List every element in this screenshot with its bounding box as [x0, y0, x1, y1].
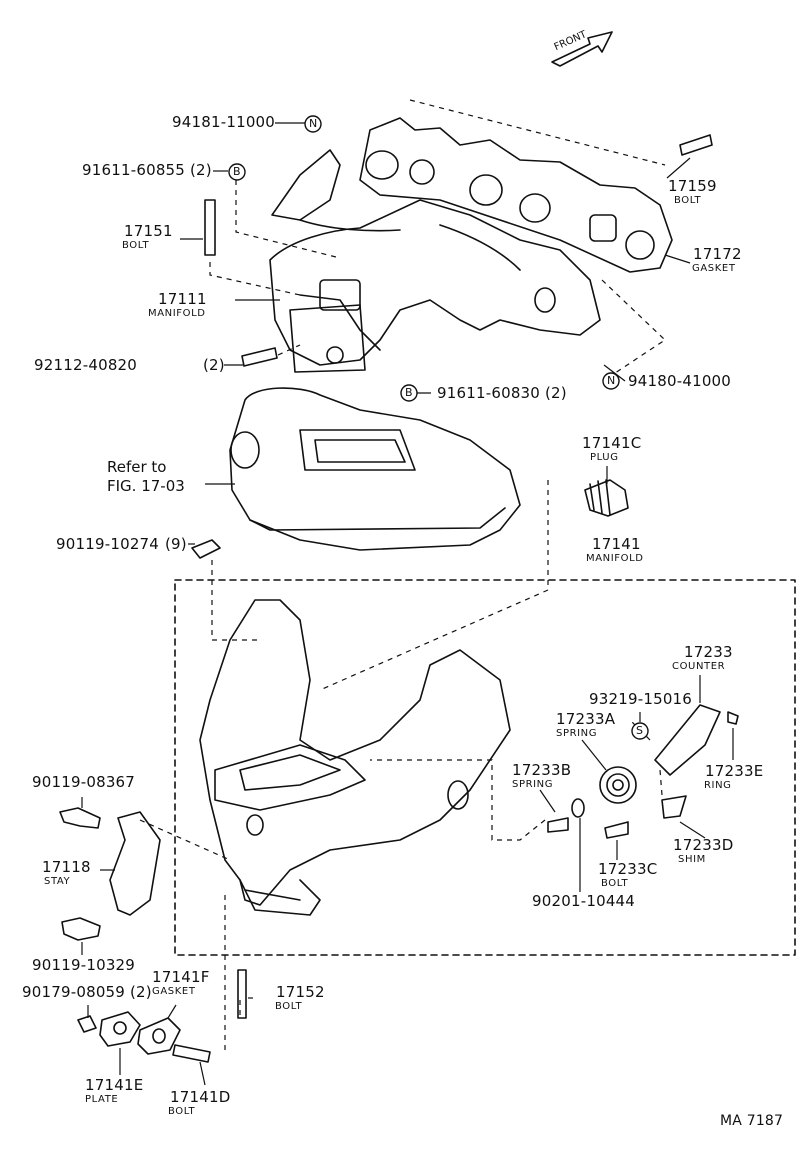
symbol-s-letter: S [636, 724, 643, 737]
heat-insulator-drawing [229, 387, 521, 551]
part-number-17111: 17111 [158, 290, 207, 308]
symbol-b-letter: B [233, 165, 241, 178]
counter-assembly-drawing [547, 704, 739, 839]
symbol-n-letter: N [607, 374, 616, 387]
part-number-17118: 17118 [42, 858, 91, 876]
stay-drawing [59, 807, 161, 941]
part-name-17141E: PLATE [85, 1094, 119, 1105]
small-parts-drawing [77, 134, 713, 1063]
part-number-90119-08367: 90119-08367 [32, 773, 136, 791]
part-name-17233: COUNTER [672, 661, 726, 672]
part-name-17233A: SPRING [556, 728, 598, 739]
n-symbol-icon [602, 372, 620, 390]
n-symbol-icon [304, 115, 322, 133]
part-name-17141: MANIFOLD [586, 553, 644, 564]
part-number-17233: 17233 [684, 643, 733, 661]
part-number-17141: 17141 [592, 535, 641, 553]
figure-code: MA 7187 [720, 1113, 784, 1129]
part-number-90201: 90201-10444 [532, 892, 636, 910]
part-name-17233C: BOLT [601, 878, 629, 889]
part-name-17141F: GASKET [152, 986, 196, 997]
part-number-17233D: 17233D [673, 836, 734, 854]
symbol-b-letter: B [405, 386, 413, 399]
intake-manifold-drawing [199, 599, 511, 916]
part-name-17159: BOLT [674, 195, 702, 206]
part-name-17233B: SPRING [512, 779, 554, 790]
part-number-17233A: 17233A [556, 710, 616, 728]
part-number-17233B: 17233B [512, 761, 572, 779]
part-name-17141C: PLUG [590, 452, 619, 463]
part-qty-91611-60855: (2) [190, 161, 212, 179]
front-arrow-icon [551, 31, 613, 67]
b-symbol-icon [400, 384, 418, 402]
part-number-91611-60830: 91611-60830 [437, 384, 541, 402]
part-name-17233E: RING [704, 780, 732, 791]
part-number-90179: 90179-08059 [22, 983, 126, 1001]
part-name-17233D: SHIM [678, 854, 706, 865]
reference-line-1: Refer to [107, 458, 167, 476]
part-number-17233E: 17233E [705, 762, 764, 780]
plug-drawing [584, 479, 629, 517]
part-qty-91611-60830: (2) [545, 384, 567, 402]
part-number-91611-60855: 91611-60855 [82, 161, 186, 179]
reference-line-2: FIG. 17-03 [107, 477, 185, 495]
s-symbol-icon [631, 722, 649, 740]
part-number-94181: 94181-11000 [172, 113, 276, 131]
part-name-17172: GASKET [692, 263, 736, 274]
part-name-17111: MANIFOLD [148, 308, 206, 319]
part-number-93219: 93219-15016 [589, 690, 693, 708]
part-number-17151: 17151 [124, 222, 173, 240]
part-number-90119-10274: 90119-10274 [56, 535, 160, 553]
b-symbol-icon [228, 163, 246, 181]
part-number-17159: 17159 [668, 177, 717, 195]
part-number-17152: 17152 [276, 983, 325, 1001]
part-number-17141C: 17141C [582, 434, 642, 452]
symbol-n-letter: N [309, 117, 318, 130]
part-qty-90179: (2) [130, 983, 152, 1001]
exhaust-gasket-drawing [359, 117, 673, 273]
part-number-17141E: 17141E [85, 1076, 144, 1094]
part-name-17151: BOLT [122, 240, 150, 251]
part-number-94180: 94180-41000 [628, 372, 732, 390]
part-number-17233C: 17233C [598, 860, 658, 878]
part-qty-92112: (2) [203, 356, 225, 374]
part-number-90119-10329: 90119-10329 [32, 956, 136, 974]
part-name-17152: BOLT [275, 1001, 303, 1012]
part-number-17141F: 17141F [152, 968, 210, 986]
part-name-17141D: BOLT [168, 1106, 196, 1117]
part-number-92112: 92112-40820 [34, 356, 138, 374]
part-qty-90119-10274: (9) [165, 535, 187, 553]
part-number-17141D: 17141D [170, 1088, 231, 1106]
part-number-17172: 17172 [693, 245, 742, 263]
part-name-17118: STAY [44, 876, 71, 887]
exhaust-manifold-drawing [269, 149, 601, 373]
